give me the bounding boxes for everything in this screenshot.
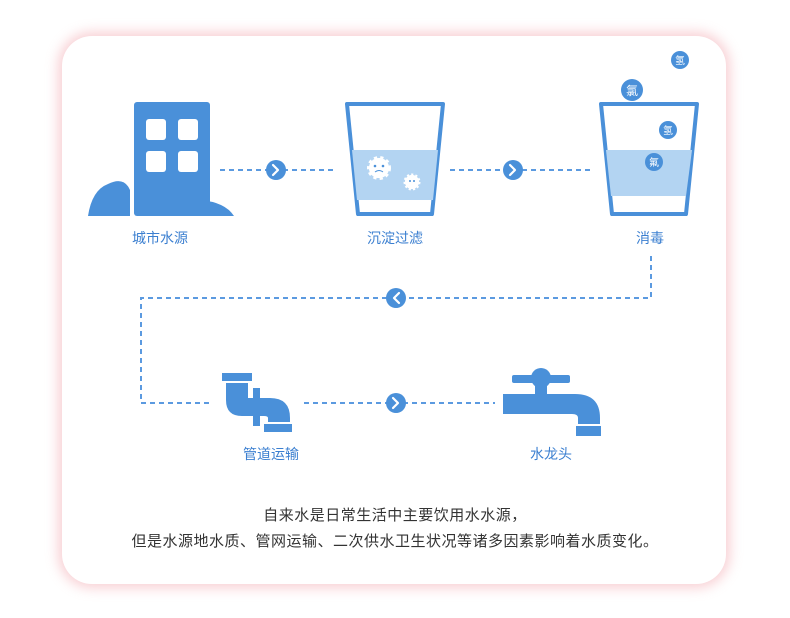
step-label-source: 城市水源 [132,231,188,247]
arrow-right-icon [266,160,286,180]
arrow-right-icon [503,160,523,180]
connector-line [140,256,652,404]
step-label-sediment: 沉淀过滤 [367,231,423,247]
building-icon [88,102,234,216]
pipe-icon [222,373,292,432]
fluorine-label: 氟 [649,156,659,169]
hydrogen-bubble-icon: 氢 [659,121,677,139]
chlorine-bubble-icon: 氯 [621,79,643,101]
hydrogen-bubble-icon: 氢 [671,51,689,69]
hydrogen-label: 氢 [675,54,685,67]
arrow-right-icon [386,393,406,413]
faucet-icon [503,368,601,436]
description-line-2: 但是水源地水质、管网运输、二次供水卫生状况等诸多因素影响着水质变化。 [131,532,659,550]
impurity-particle-icon [367,156,391,180]
step-label-pipeline: 管道运输 [243,447,299,463]
step-label-faucet: 水龙头 [530,447,572,463]
impurity-particle-icon [403,173,421,191]
sediment-cup-icon [345,102,445,216]
chlorine-label: 氯 [626,84,638,98]
description-line-1: 自来水是日常生活中主要饮用水水源， [263,506,527,524]
hydrogen-label: 氢 [663,124,673,137]
step-label-disinfect: 消毒 [636,231,664,247]
fluorine-bubble-icon: 氟 [645,153,663,171]
arrow-left-icon [386,288,406,308]
